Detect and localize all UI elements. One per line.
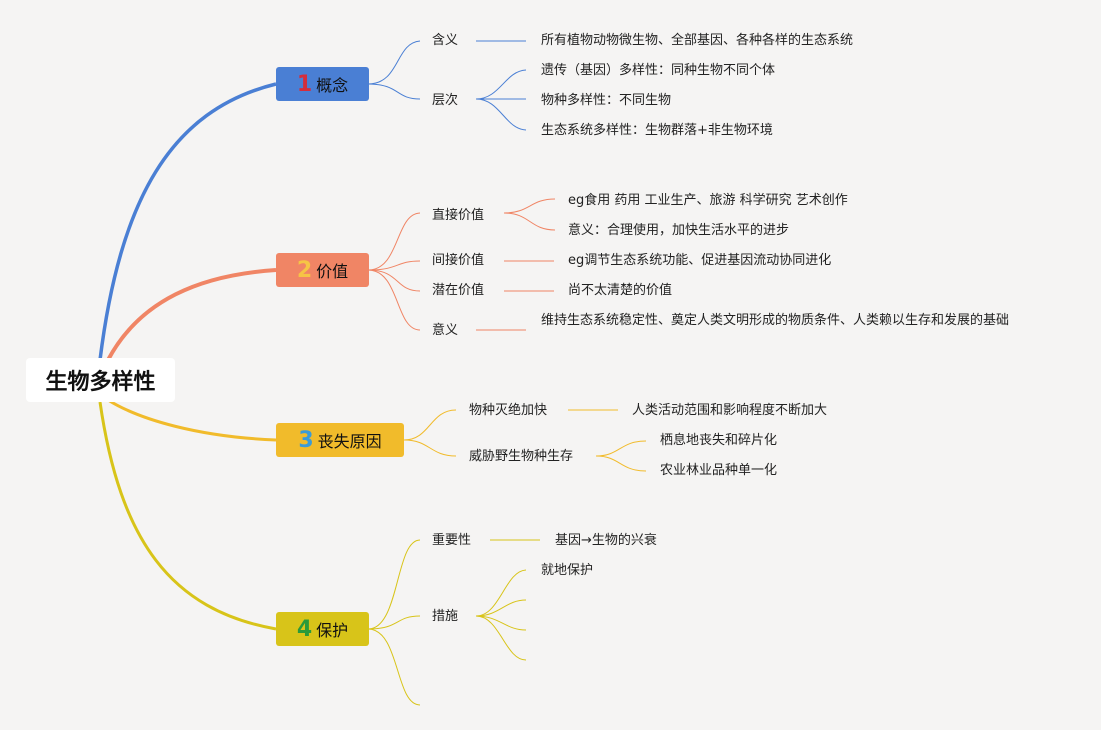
node-potential-value[interactable]: 潜在价值	[432, 283, 485, 298]
node-direct-item[interactable]: 意义：合理使用，加快生活水平的进步	[568, 223, 790, 238]
node-direct-value[interactable]: 直接价值	[432, 208, 485, 223]
edges-loss	[403, 409, 647, 472]
edges-value	[367, 198, 556, 331]
node-levels[interactable]: 层次	[432, 93, 459, 108]
branch-label: 丧失原因	[317, 432, 382, 451]
node-extinction[interactable]: 物种灭绝加快	[469, 403, 548, 418]
node-meaning[interactable]: 含义	[432, 33, 459, 48]
branch-number: 4	[296, 616, 313, 642]
edge-root-loss	[107, 398, 277, 442]
node-extinction-text[interactable]: 人类活动范围和影响程度不断加大	[632, 403, 828, 418]
node-level-item[interactable]: 物种多样性：不同生物	[541, 93, 672, 108]
node-threat-item[interactable]: 栖息地丧失和碎片化	[660, 433, 778, 448]
node-level-item[interactable]: 生态系统多样性：生物群落+非生物环境	[541, 123, 773, 138]
branch-label: 价值	[316, 262, 349, 281]
node-measures[interactable]: 措施	[432, 609, 459, 624]
node-threat-item[interactable]: 农业林业品种单一化	[660, 463, 778, 478]
edges-concept	[367, 40, 527, 131]
node-direct-item[interactable]: eg食用 药用 工业生产、旅游 科学研究 艺术创作	[568, 193, 848, 208]
branch-number: 2	[296, 257, 313, 283]
node-threat[interactable]: 威胁野生物种生存	[469, 449, 574, 464]
edge-root-concept	[98, 82, 277, 361]
branch-protect[interactable]: 4 保护	[276, 612, 369, 646]
node-level-item[interactable]: 遗传（基因）多样性：同种生物不同个体	[541, 63, 776, 78]
node-meaning-text[interactable]: 所有植物动物微生物、全部基因、各种各样的生态系统	[541, 33, 854, 48]
node-importance[interactable]: 重要性	[432, 533, 472, 548]
node-value-meaning-text[interactable]: 维持生态系统稳定性、奠定人类文明形成的物质条件、人类赖以生存和发展的基础	[541, 313, 1010, 328]
edge-root-value	[106, 268, 277, 361]
branch-label: 保护	[316, 621, 349, 640]
node-indirect-text[interactable]: eg调节生态系统功能、促进基因流动协同进化	[568, 253, 832, 268]
node-value-meaning[interactable]: 意义	[432, 323, 459, 338]
root-node[interactable]: 生物多样性	[26, 358, 175, 402]
node-potential-text[interactable]: 尚不太清楚的价值	[568, 283, 673, 298]
branch-label: 概念	[316, 76, 349, 95]
edge-root-protect	[98, 401, 277, 631]
edges-protect	[367, 539, 540, 706]
branch-concept[interactable]: 1 概念	[276, 67, 369, 101]
node-measure-item[interactable]: 就地保护	[541, 563, 594, 578]
branch-number: 1	[296, 71, 313, 97]
node-indirect-value[interactable]: 间接价值	[432, 253, 485, 268]
node-importance-text[interactable]: 基因→生物的兴衰	[555, 533, 657, 548]
branch-value[interactable]: 2 价值	[276, 253, 369, 287]
branch-loss[interactable]: 3 丧失原因	[276, 423, 404, 457]
branch-number: 3	[298, 427, 314, 453]
